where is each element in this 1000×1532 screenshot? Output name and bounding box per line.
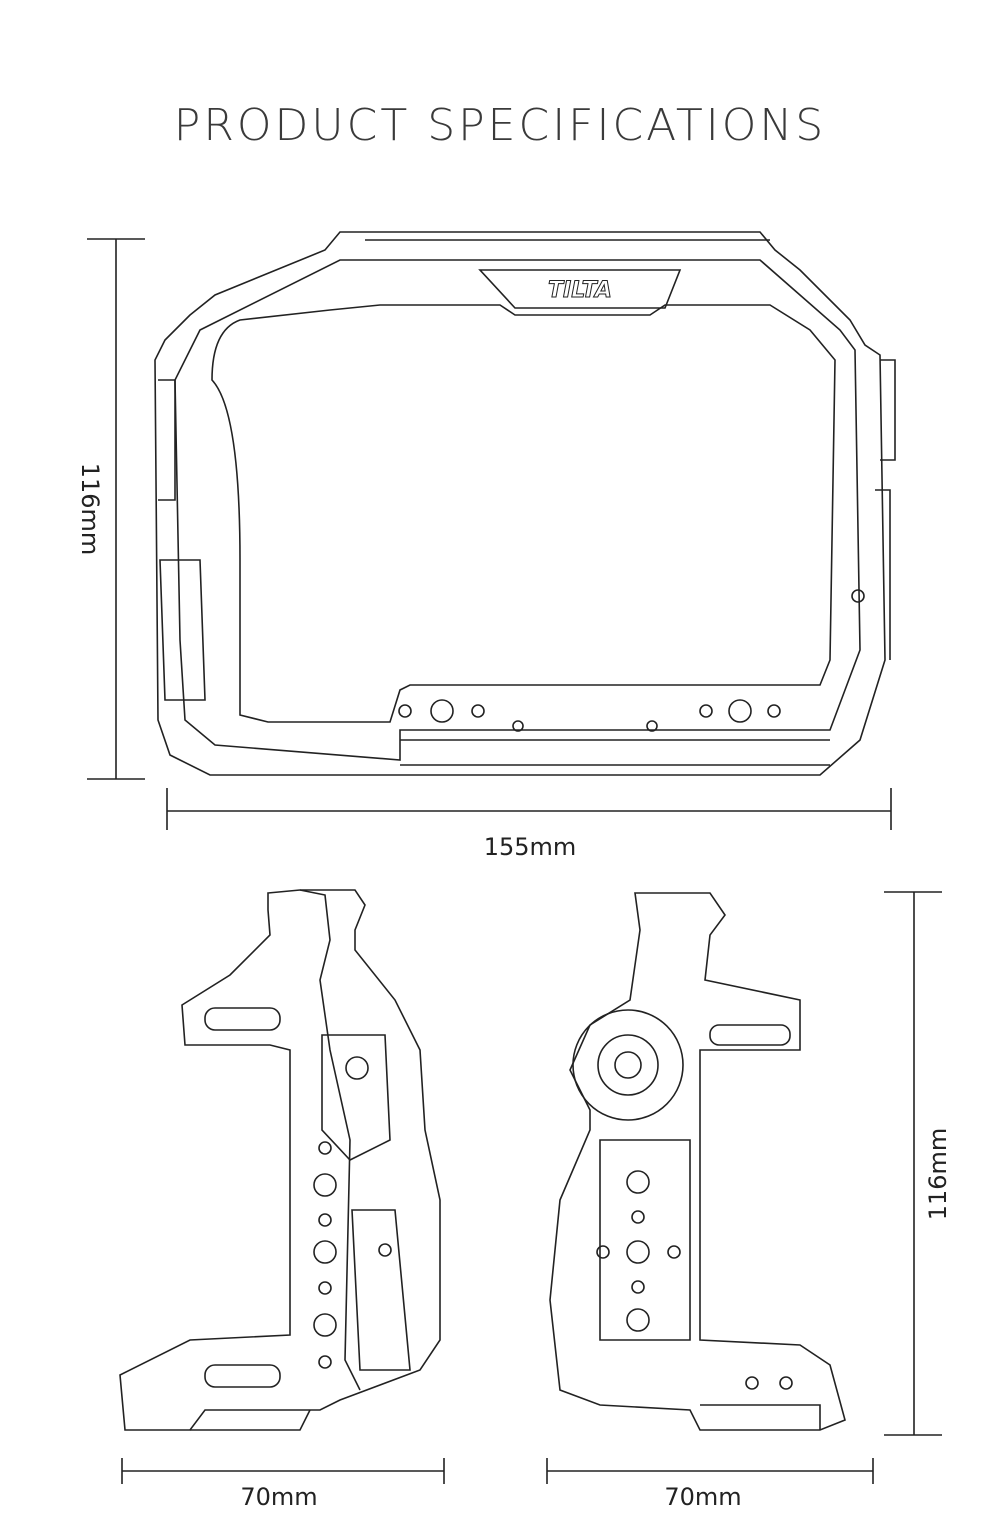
front-view [154,231,896,776]
right-side-width-label: 70mm [664,1483,742,1511]
front-height-label: 116mm [76,462,104,556]
left-side-view [119,889,441,1431]
front-width-label: 155mm [483,833,577,861]
right-side-width-dimension [546,1458,874,1484]
left-side-width-label: 70mm [240,1483,318,1511]
right-side-view [549,892,846,1431]
front-height-dimension [87,238,145,780]
front-width-dimension [166,788,892,830]
side-height-dimension [884,891,942,1436]
side-height-label: 116mm [924,1127,952,1221]
left-side-width-dimension [121,1458,445,1484]
page-title: PRODUCT SPECIFICATIONS [173,100,827,151]
tilta-logo: TILTA [548,278,612,303]
